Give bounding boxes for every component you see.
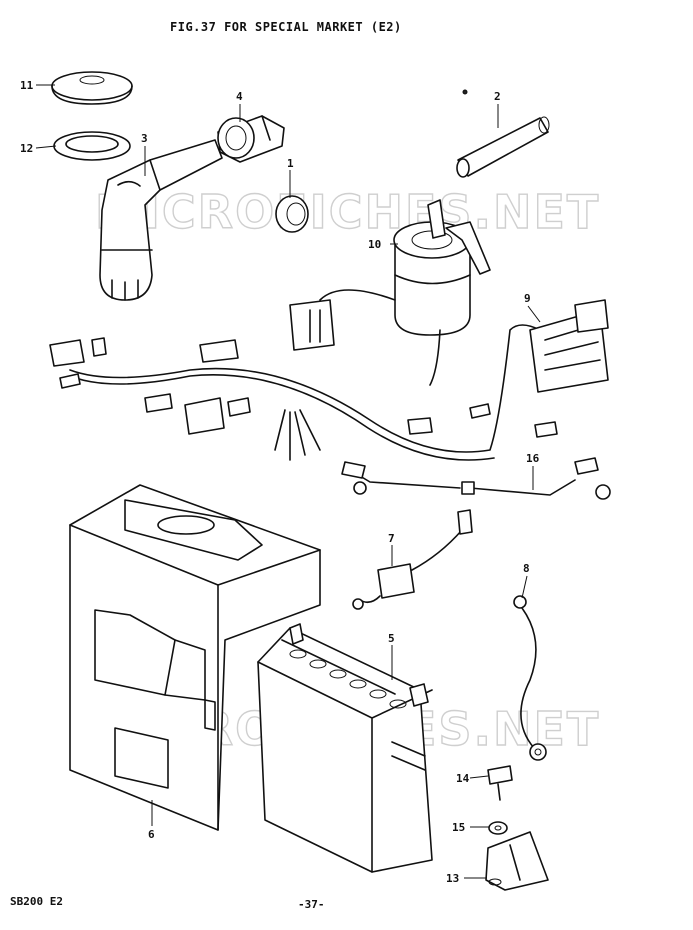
part-9-wiring-harness — [49, 299, 609, 461]
part-15-washer — [488, 821, 508, 835]
part-2-tube — [456, 89, 550, 178]
part-3-plug-cap — [99, 139, 223, 301]
part-7-relay — [352, 509, 473, 610]
callout-5: 5 — [388, 632, 395, 645]
callout-7: 7 — [388, 532, 395, 545]
callout-11: 11 — [20, 79, 34, 92]
callout-1: 1 — [287, 157, 294, 170]
part-10-ignition-switch — [319, 199, 491, 386]
part-16-lead-wire — [341, 457, 611, 500]
callout-10: 10 — [368, 238, 381, 251]
callout-2: 2 — [494, 90, 501, 103]
callout-14: 14 — [456, 772, 470, 785]
callout-12: 12 — [20, 142, 33, 155]
figure-title: FIG.37 FOR SPECIAL MARKET (E2) — [170, 20, 402, 34]
callout-4: 4 — [236, 90, 243, 103]
part-5-battery — [257, 623, 433, 873]
callout-16: 16 — [526, 452, 540, 465]
callout-13: 13 — [446, 872, 459, 885]
footer-model: SB200 E2 — [10, 895, 63, 908]
watermark-top: MICROFICHES.NET — [95, 185, 600, 239]
part-6-battery-box — [69, 484, 321, 831]
callout-6: 6 — [148, 828, 155, 841]
part-13-bracket — [485, 831, 549, 891]
callout-3: 3 — [141, 132, 148, 145]
part-12-ring — [53, 131, 131, 161]
part-1-ring — [275, 195, 309, 233]
callout-8: 8 — [523, 562, 530, 575]
part-11-cap — [51, 71, 133, 105]
callout-9: 9 — [524, 292, 531, 305]
part-14-bolt — [487, 765, 513, 801]
part-8-ground-lead — [513, 595, 547, 761]
leader-lines — [35, 84, 541, 879]
part-4-sleeve — [217, 115, 285, 163]
callout-15: 15 — [452, 821, 465, 834]
footer-page-number: -37- — [298, 898, 325, 911]
